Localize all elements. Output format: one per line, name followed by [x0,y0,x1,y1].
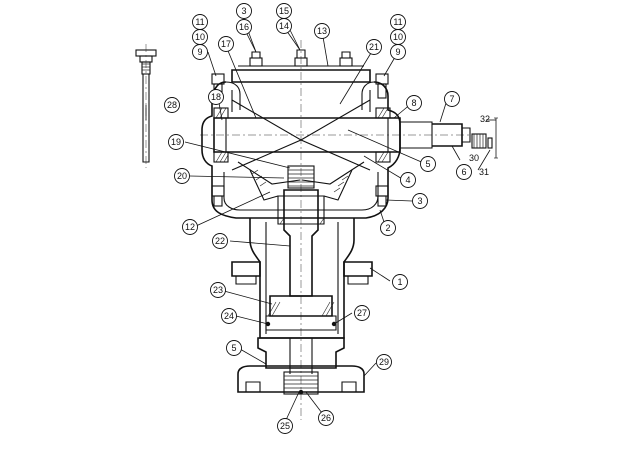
dipstick [135,44,157,168]
callout-29: 29 [376,354,392,370]
svg-text:19: 19 [171,137,181,147]
callout-11-left: 11 [192,14,208,30]
shaft-end-hardware [471,117,498,159]
svg-text:10: 10 [393,32,403,42]
callout-24: 24 [221,308,237,324]
svg-text:11: 11 [393,17,402,27]
svg-text:14: 14 [279,21,289,31]
svg-text:21: 21 [369,42,379,52]
label-30: 30 [469,153,479,163]
right-bolt-stack [375,73,389,207]
right-bearing [375,107,391,163]
bottom-cap [237,337,365,395]
lower-bearing [265,295,337,331]
callout-10-right: 10 [390,29,406,45]
callout-7: 7 [444,91,460,107]
label-31: 31 [479,167,489,177]
callout-9-right: 9 [390,44,406,60]
shaft-spline [287,165,315,189]
callout-20: 20 [174,168,190,184]
svg-text:18: 18 [211,92,221,102]
bevel-gear-set [231,99,371,201]
leader-lines [145,17,496,421]
callout-27: 27 [354,305,370,321]
svg-text:3: 3 [417,196,422,206]
plain-labels: 32 30 31 [469,114,490,177]
callout-2: 2 [380,220,396,236]
svg-text:23: 23 [213,285,223,295]
svg-text:12: 12 [185,222,195,232]
svg-text:8: 8 [411,98,416,108]
svg-text:17: 17 [221,39,231,49]
callout-22: 22 [212,233,228,249]
callout-8: 8 [406,95,422,111]
svg-text:16: 16 [239,22,249,32]
svg-text:11: 11 [195,17,204,27]
svg-text:3: 3 [241,6,246,16]
callout-25: 25 [277,418,293,434]
svg-text:9: 9 [395,47,400,57]
callout-5-upper: 5 [420,156,436,172]
svg-text:15: 15 [279,6,289,16]
callout-19: 19 [168,134,184,150]
svg-text:26: 26 [321,413,331,423]
callout-28: 28 [164,97,180,113]
svg-text:2: 2 [385,223,390,233]
svg-text:25: 25 [280,421,290,431]
callout-12: 12 [182,219,198,235]
callout-9-left: 9 [192,44,208,60]
callout-4: 4 [400,172,416,188]
callout-21: 21 [366,39,382,55]
callout-5-lower: 5 [226,340,242,356]
callout-16: 16 [236,19,252,35]
label-32: 32 [480,114,490,124]
callout-bubbles: 3 16 15 14 13 11 10 9 17 21 11 10 9 18 2… [164,3,472,434]
callout-23: 23 [210,282,226,298]
svg-text:6: 6 [461,167,466,177]
svg-text:9: 9 [197,47,202,57]
svg-text:7: 7 [449,94,454,104]
callout-6: 6 [456,164,472,180]
callout-3-top: 3 [236,3,252,19]
svg-text:4: 4 [405,175,410,185]
svg-text:20: 20 [177,171,187,181]
callout-18: 18 [208,89,224,105]
upper-housing [201,81,401,219]
svg-text:10: 10 [195,32,205,42]
svg-text:5: 5 [231,343,236,353]
svg-text:1: 1 [397,277,402,287]
svg-text:5: 5 [425,159,430,169]
callout-13: 13 [314,23,330,39]
callout-3-mid: 3 [412,193,428,209]
svg-text:29: 29 [379,357,389,367]
callout-26: 26 [318,410,334,426]
callout-14: 14 [276,18,292,34]
callout-1: 1 [392,274,408,290]
callout-17: 17 [218,36,234,52]
svg-text:27: 27 [357,308,367,318]
callout-11-right: 11 [390,14,406,30]
callout-10-left: 10 [192,29,208,45]
svg-text:28: 28 [167,100,177,110]
svg-text:22: 22 [215,236,225,246]
svg-text:24: 24 [224,311,234,321]
svg-text:13: 13 [317,26,327,36]
callout-15: 15 [276,3,292,19]
